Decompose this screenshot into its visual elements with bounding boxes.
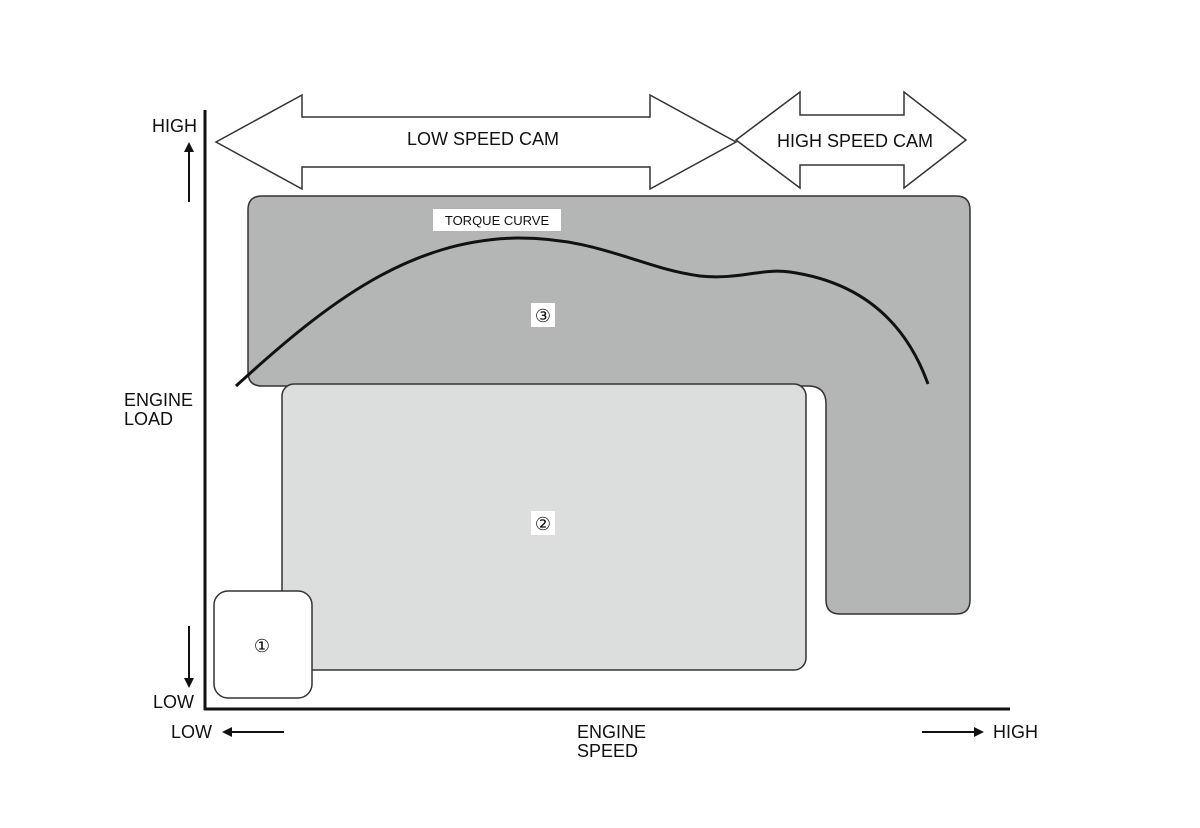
region-3-shape: [247, 195, 971, 615]
x-axis-low-label: LOW: [171, 722, 212, 742]
y-axis-title-line2: LOAD: [124, 409, 173, 429]
region-3-label: ③: [535, 306, 551, 327]
x-axis-title-line1: ENGINE: [577, 722, 646, 742]
x-axis-high-label: HIGH: [993, 722, 1038, 742]
y-axis-high-label: HIGH: [152, 116, 197, 136]
region-2-label-bg: [531, 511, 555, 535]
y-axis-title-line1: ENGINE: [124, 390, 193, 410]
torque-curve: [234, 236, 930, 388]
torque-curve-label: TORQUE CURVE: [445, 213, 550, 228]
x-axis-title-line2: SPEED: [577, 741, 638, 761]
region-1-shape: [213, 590, 313, 699]
low-speed-cam-label: LOW SPEED CAM: [407, 129, 559, 149]
low-speed-cam-arrow: [214, 93, 738, 191]
torque-curve-label-bg: [433, 209, 561, 231]
region-3-label-bg: [531, 303, 555, 327]
high-speed-cam-arrow: [734, 90, 968, 190]
region-2-label: ②: [535, 514, 551, 535]
y-axis-low-label: LOW: [153, 692, 194, 712]
region-1-label: ①: [254, 636, 270, 657]
high-speed-cam-label: HIGH SPEED CAM: [777, 131, 933, 151]
